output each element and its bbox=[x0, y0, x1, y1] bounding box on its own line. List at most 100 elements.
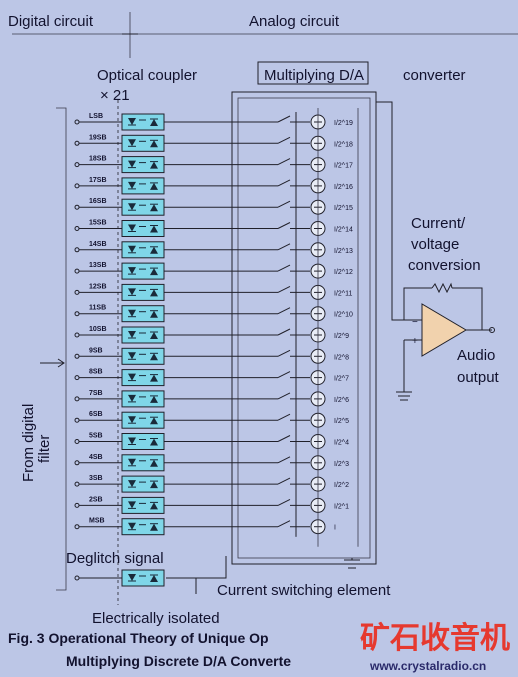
bit-label: 11SB bbox=[89, 305, 106, 312]
input-terminal bbox=[74, 524, 80, 530]
switch-blade bbox=[277, 349, 291, 357]
optical-coupler bbox=[121, 305, 165, 323]
deglitch-coupler-led bbox=[128, 574, 136, 581]
noninverting-ground bbox=[396, 339, 422, 401]
optical-coupler-detector bbox=[150, 161, 158, 169]
input-bracket bbox=[56, 107, 67, 591]
output-terminal bbox=[489, 327, 495, 333]
coupler-count-label: × 21 bbox=[100, 87, 130, 104]
optical-coupler bbox=[121, 390, 165, 408]
input-terminal bbox=[74, 204, 80, 210]
optical-coupler-led bbox=[128, 245, 136, 253]
bit-rows: LSBI/2^1919SBI/2^1818SBI/2^1717SBI/2^161… bbox=[74, 108, 359, 587]
optical-coupler-detector bbox=[150, 523, 158, 531]
current-label: I/2^19 bbox=[334, 120, 353, 127]
current-label: I/2^13 bbox=[334, 248, 353, 255]
optical-coupler-led bbox=[128, 203, 136, 211]
optical-coupler bbox=[121, 411, 165, 429]
input-terminal bbox=[74, 140, 80, 146]
optical-coupler bbox=[121, 518, 165, 536]
converter-label: converter bbox=[403, 67, 466, 84]
optical-coupler-detector bbox=[150, 140, 158, 148]
optical-coupler-led bbox=[128, 437, 136, 445]
bit-label: 15SB bbox=[89, 220, 107, 227]
switch-blade bbox=[277, 136, 291, 144]
audio-label-2: output bbox=[457, 369, 500, 386]
optical-coupler-detector bbox=[150, 225, 158, 233]
bit-label: 14SB bbox=[89, 241, 107, 248]
switch-blade bbox=[277, 520, 291, 528]
optical-coupler-detector bbox=[150, 459, 158, 467]
converter-ground bbox=[344, 558, 360, 569]
optical-coupler-led bbox=[128, 416, 136, 424]
op-amp-plus: + bbox=[412, 336, 418, 347]
optical-coupler-detector bbox=[150, 268, 158, 276]
optical-coupler-led bbox=[128, 501, 136, 509]
input-terminal bbox=[74, 119, 80, 125]
current-label: I/2^1 bbox=[334, 503, 349, 510]
bit-label: 13SB bbox=[89, 262, 107, 269]
analog-circuit-label: Analog circuit bbox=[249, 13, 340, 30]
optical-coupler-led bbox=[128, 352, 136, 360]
switch-blade bbox=[277, 456, 291, 464]
bit-label: 17SB bbox=[89, 177, 107, 184]
electrically-isolated-label: Electrically isolated bbox=[92, 610, 220, 627]
optical-coupler bbox=[121, 433, 165, 450]
op-amp-minus: − bbox=[412, 317, 418, 328]
watermark-cn: 矿石收音机 bbox=[360, 621, 510, 656]
optical-coupler-led bbox=[128, 373, 136, 381]
input-terminal bbox=[74, 332, 80, 338]
optical-coupler bbox=[121, 241, 165, 259]
optical-coupler bbox=[121, 198, 165, 216]
bit-label: 4SB bbox=[89, 454, 103, 461]
deglitch-coupler-detector bbox=[150, 575, 158, 582]
optical-coupler bbox=[121, 454, 165, 472]
optical-coupler-label: Optical coupler bbox=[97, 67, 197, 84]
switch-blade bbox=[277, 307, 291, 315]
optical-coupler bbox=[121, 475, 165, 493]
input-terminal bbox=[74, 311, 80, 317]
switch-blade bbox=[277, 392, 291, 400]
current-label: I/2^4 bbox=[334, 440, 349, 447]
switch-blade bbox=[277, 243, 291, 251]
optical-coupler bbox=[121, 326, 165, 344]
deglitch-label: Deglitch signal bbox=[66, 550, 164, 567]
current-label: I/2^16 bbox=[334, 184, 353, 191]
multiplying-da-label: Multiplying D/A bbox=[264, 67, 364, 84]
bit-label: 9SB bbox=[89, 347, 103, 354]
input-terminal bbox=[74, 375, 80, 381]
bit-label: 7SB bbox=[89, 390, 103, 397]
deglitch-input-terminal bbox=[74, 575, 80, 581]
current-label: I/2^18 bbox=[334, 141, 353, 148]
current-label: I/2^3 bbox=[334, 461, 349, 468]
optical-coupler-led bbox=[128, 118, 136, 125]
current-voltage-label-3: conversion bbox=[408, 257, 481, 274]
optical-coupler-led bbox=[128, 160, 136, 168]
input-terminal bbox=[74, 226, 80, 231]
bit-label: 12SB bbox=[89, 283, 107, 290]
optical-coupler-detector bbox=[150, 332, 158, 339]
current-label: I/2^8 bbox=[334, 354, 349, 361]
optical-coupler-led bbox=[128, 267, 136, 275]
switch-blade bbox=[277, 328, 291, 336]
current-label: I/2^11 bbox=[334, 290, 352, 297]
switch-blade bbox=[277, 222, 291, 229]
optical-coupler bbox=[121, 369, 165, 387]
optical-coupler-detector bbox=[150, 417, 158, 425]
switch-blade bbox=[277, 371, 291, 379]
input-terminal bbox=[74, 183, 80, 189]
bit-label: LSB bbox=[89, 113, 103, 120]
optical-coupler-detector bbox=[150, 438, 158, 446]
current-label: I bbox=[334, 525, 336, 532]
optical-coupler-led bbox=[128, 224, 136, 232]
input-terminal bbox=[74, 247, 80, 253]
optical-coupler-detector bbox=[150, 246, 158, 254]
deglitch-wiring bbox=[166, 556, 227, 594]
optical-coupler-led bbox=[128, 480, 136, 488]
caption-line-1: Fig. 3 Operational Theory of Unique Op bbox=[8, 630, 269, 646]
caption-line-2: Multiplying Discrete D/A Converte bbox=[66, 653, 291, 669]
filter-arrowhead bbox=[57, 358, 65, 368]
optical-coupler bbox=[121, 177, 165, 195]
